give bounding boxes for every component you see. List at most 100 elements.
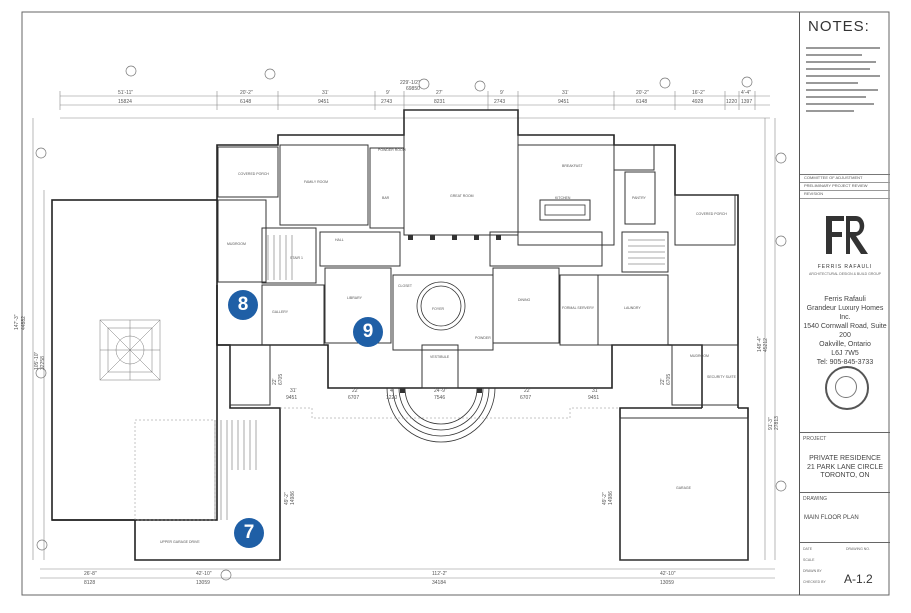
dim-wall-6705: 6705: [278, 373, 284, 385]
room-mudroom: MUDROOM: [227, 242, 246, 246]
dim-left-44882: 44882: [21, 316, 27, 330]
dim-mid-1220: 1220: [386, 395, 398, 401]
dim-top-6148: 6148: [240, 99, 252, 105]
room-powder: POWDER ROOM: [378, 148, 406, 152]
dim-top-27: 27': [436, 90, 443, 96]
marker-8: 8: [228, 290, 258, 320]
date-label: DATE: [803, 547, 813, 551]
dim-top-2743-right: 2743: [494, 99, 506, 105]
dim-mid-7546: 7546: [434, 395, 446, 401]
dim-top-9451-right: 9451: [558, 99, 570, 105]
room-breakfast: BREAKFAST: [562, 164, 583, 168]
firm-logo-icon: [826, 216, 868, 254]
dim-right-27813: 27813: [774, 416, 780, 430]
dim-bottom-42-10: 42'-10": [196, 571, 212, 577]
room-laundry: LAUNDRY: [624, 306, 641, 310]
dim-mid-31: 31': [290, 388, 297, 394]
room-family: FAMILY ROOM: [304, 180, 328, 184]
kitchen-island: [544, 204, 586, 216]
notes-title: NOTES:: [808, 18, 870, 35]
revision-label: REVISION: [800, 191, 890, 199]
project-line-1: PRIVATE RESIDENCE: [809, 455, 881, 462]
room-pantry: PANTRY: [632, 196, 646, 200]
revision-row-1: COMMITTEE OF ADJUSTMENT: [800, 175, 890, 183]
dim-left-32258: 32258: [40, 356, 46, 370]
project-label: PROJECT: [803, 436, 827, 442]
dim-right-14986: 14986: [608, 491, 614, 505]
bottom-dimension-lines: [40, 568, 775, 579]
room-vestibule: VESTIBULE: [430, 355, 450, 359]
room-upper-garage: UPPER GARAGE DRIVE: [160, 540, 200, 544]
room-stair: STAIR 1: [290, 256, 303, 260]
columns: [400, 235, 501, 393]
dim-top-1397: 1397: [741, 99, 753, 105]
drawing-no-label: DRAWING NO.: [846, 547, 870, 551]
right-dimension-lines: [764, 118, 776, 560]
project-info: PRIVATE RESIDENCE 21 PARK LANE CIRCLE TO…: [802, 455, 888, 481]
room-great: GREAT ROOM: [450, 194, 474, 198]
dim-top-16-2: 16'-2": [692, 90, 705, 96]
dim-top-9: 9': [386, 90, 390, 96]
marker-9: 9: [353, 317, 383, 347]
dim-top-31: 31': [322, 90, 329, 96]
firm-address: Ferris Rafauli Grandeur Luxury Homes Inc…: [802, 295, 888, 367]
drawn-label: DRAWN BY: [803, 569, 822, 573]
drawing-label: DRAWING: [803, 496, 827, 502]
terrace-outline: [134, 407, 620, 521]
dim-bottom-13059: 13059: [196, 580, 210, 586]
interior-walls: [217, 109, 749, 561]
firm-line-3: 1540 Cornwall Road, Suite 200: [803, 323, 887, 339]
dim-top-1220: 1220: [726, 99, 738, 105]
dim-bottom-42-10-right: 42'-10": [660, 571, 676, 577]
top-dimension-lines: [59, 91, 770, 119]
room-foyer: FOYER: [432, 307, 445, 311]
room-library: LIBRARY: [347, 296, 362, 300]
logo-tagline: ARCHITECTURAL DESIGN & BUILD GROUP: [808, 272, 882, 276]
revision-table: COMMITTEE OF ADJUSTMENT PRELIMINARY PROJ…: [800, 174, 890, 199]
firm-line-5: L6J 7W5: [831, 350, 859, 357]
dim-top-8231: 8231: [434, 99, 446, 105]
dim-right-45212: 45212: [763, 338, 769, 352]
foyer-rotunda: [386, 281, 496, 443]
notes-body: [806, 42, 886, 126]
firm-line-1: Ferris Rafauli: [824, 296, 866, 303]
dim-mid-24: 24'-9": [434, 388, 447, 394]
dim-bottom-112: 112'-2": [432, 571, 448, 577]
dim-mid-6707-right: 6707: [520, 395, 532, 401]
dim-bottom-34184: 34184: [432, 580, 446, 586]
room-gallery: GALLERY: [272, 310, 289, 314]
dim-top-4-4: 4'-4": [741, 90, 751, 96]
firm-line-4: Oakville, Ontario: [819, 341, 871, 348]
dim-mid-22: 22': [352, 388, 359, 394]
dim-mid-31-right: 31': [592, 388, 599, 394]
court-pattern: [99, 319, 161, 381]
room-hall: HALL: [335, 238, 344, 242]
dim-top-2743: 2743: [381, 99, 393, 105]
dim-bottom-8128: 8128: [84, 580, 96, 586]
logo-firm-name: FERRIS RAFAULI: [817, 264, 873, 270]
room-kitchen: KITCHEN: [555, 196, 571, 200]
exterior-walls: [51, 109, 749, 561]
seal-icon: [825, 366, 869, 410]
scale-label: SCALE: [803, 558, 815, 562]
dim-top-4928: 4928: [692, 99, 704, 105]
dim-left-14986: 14986: [290, 491, 296, 505]
firm-tel: Tel: 905-845-3733: [816, 359, 874, 366]
project-line-2: 21 PARK LANE CIRCLE: [806, 463, 884, 471]
marker-7: 7: [234, 518, 264, 548]
dim-left-147: 147'-3": [14, 314, 20, 330]
dim-top-20-2-right: 20'-2": [636, 90, 649, 96]
dim-top-20-2: 20'-2": [240, 90, 253, 96]
drawing-title: MAIN FLOOR PLAN: [804, 515, 859, 521]
room-covered-porch-right: COVERED PORCH: [696, 212, 727, 216]
dim-mid-6707: 6707: [348, 395, 360, 401]
dim-top-left-mm: 15824: [118, 99, 132, 105]
sheet-number: A-1.2: [844, 572, 873, 586]
dim-top-229: 229'-1/2": [400, 80, 420, 86]
dim-top-left: 51'-11": [118, 90, 134, 96]
room-powder-small: POWDER: [475, 336, 491, 340]
revision-row-2: PRELIMINARY PROJECT REVIEW: [800, 183, 890, 191]
sheet-border: [21, 11, 890, 596]
room-covered-porch-left: COVERED PORCH: [238, 172, 269, 176]
